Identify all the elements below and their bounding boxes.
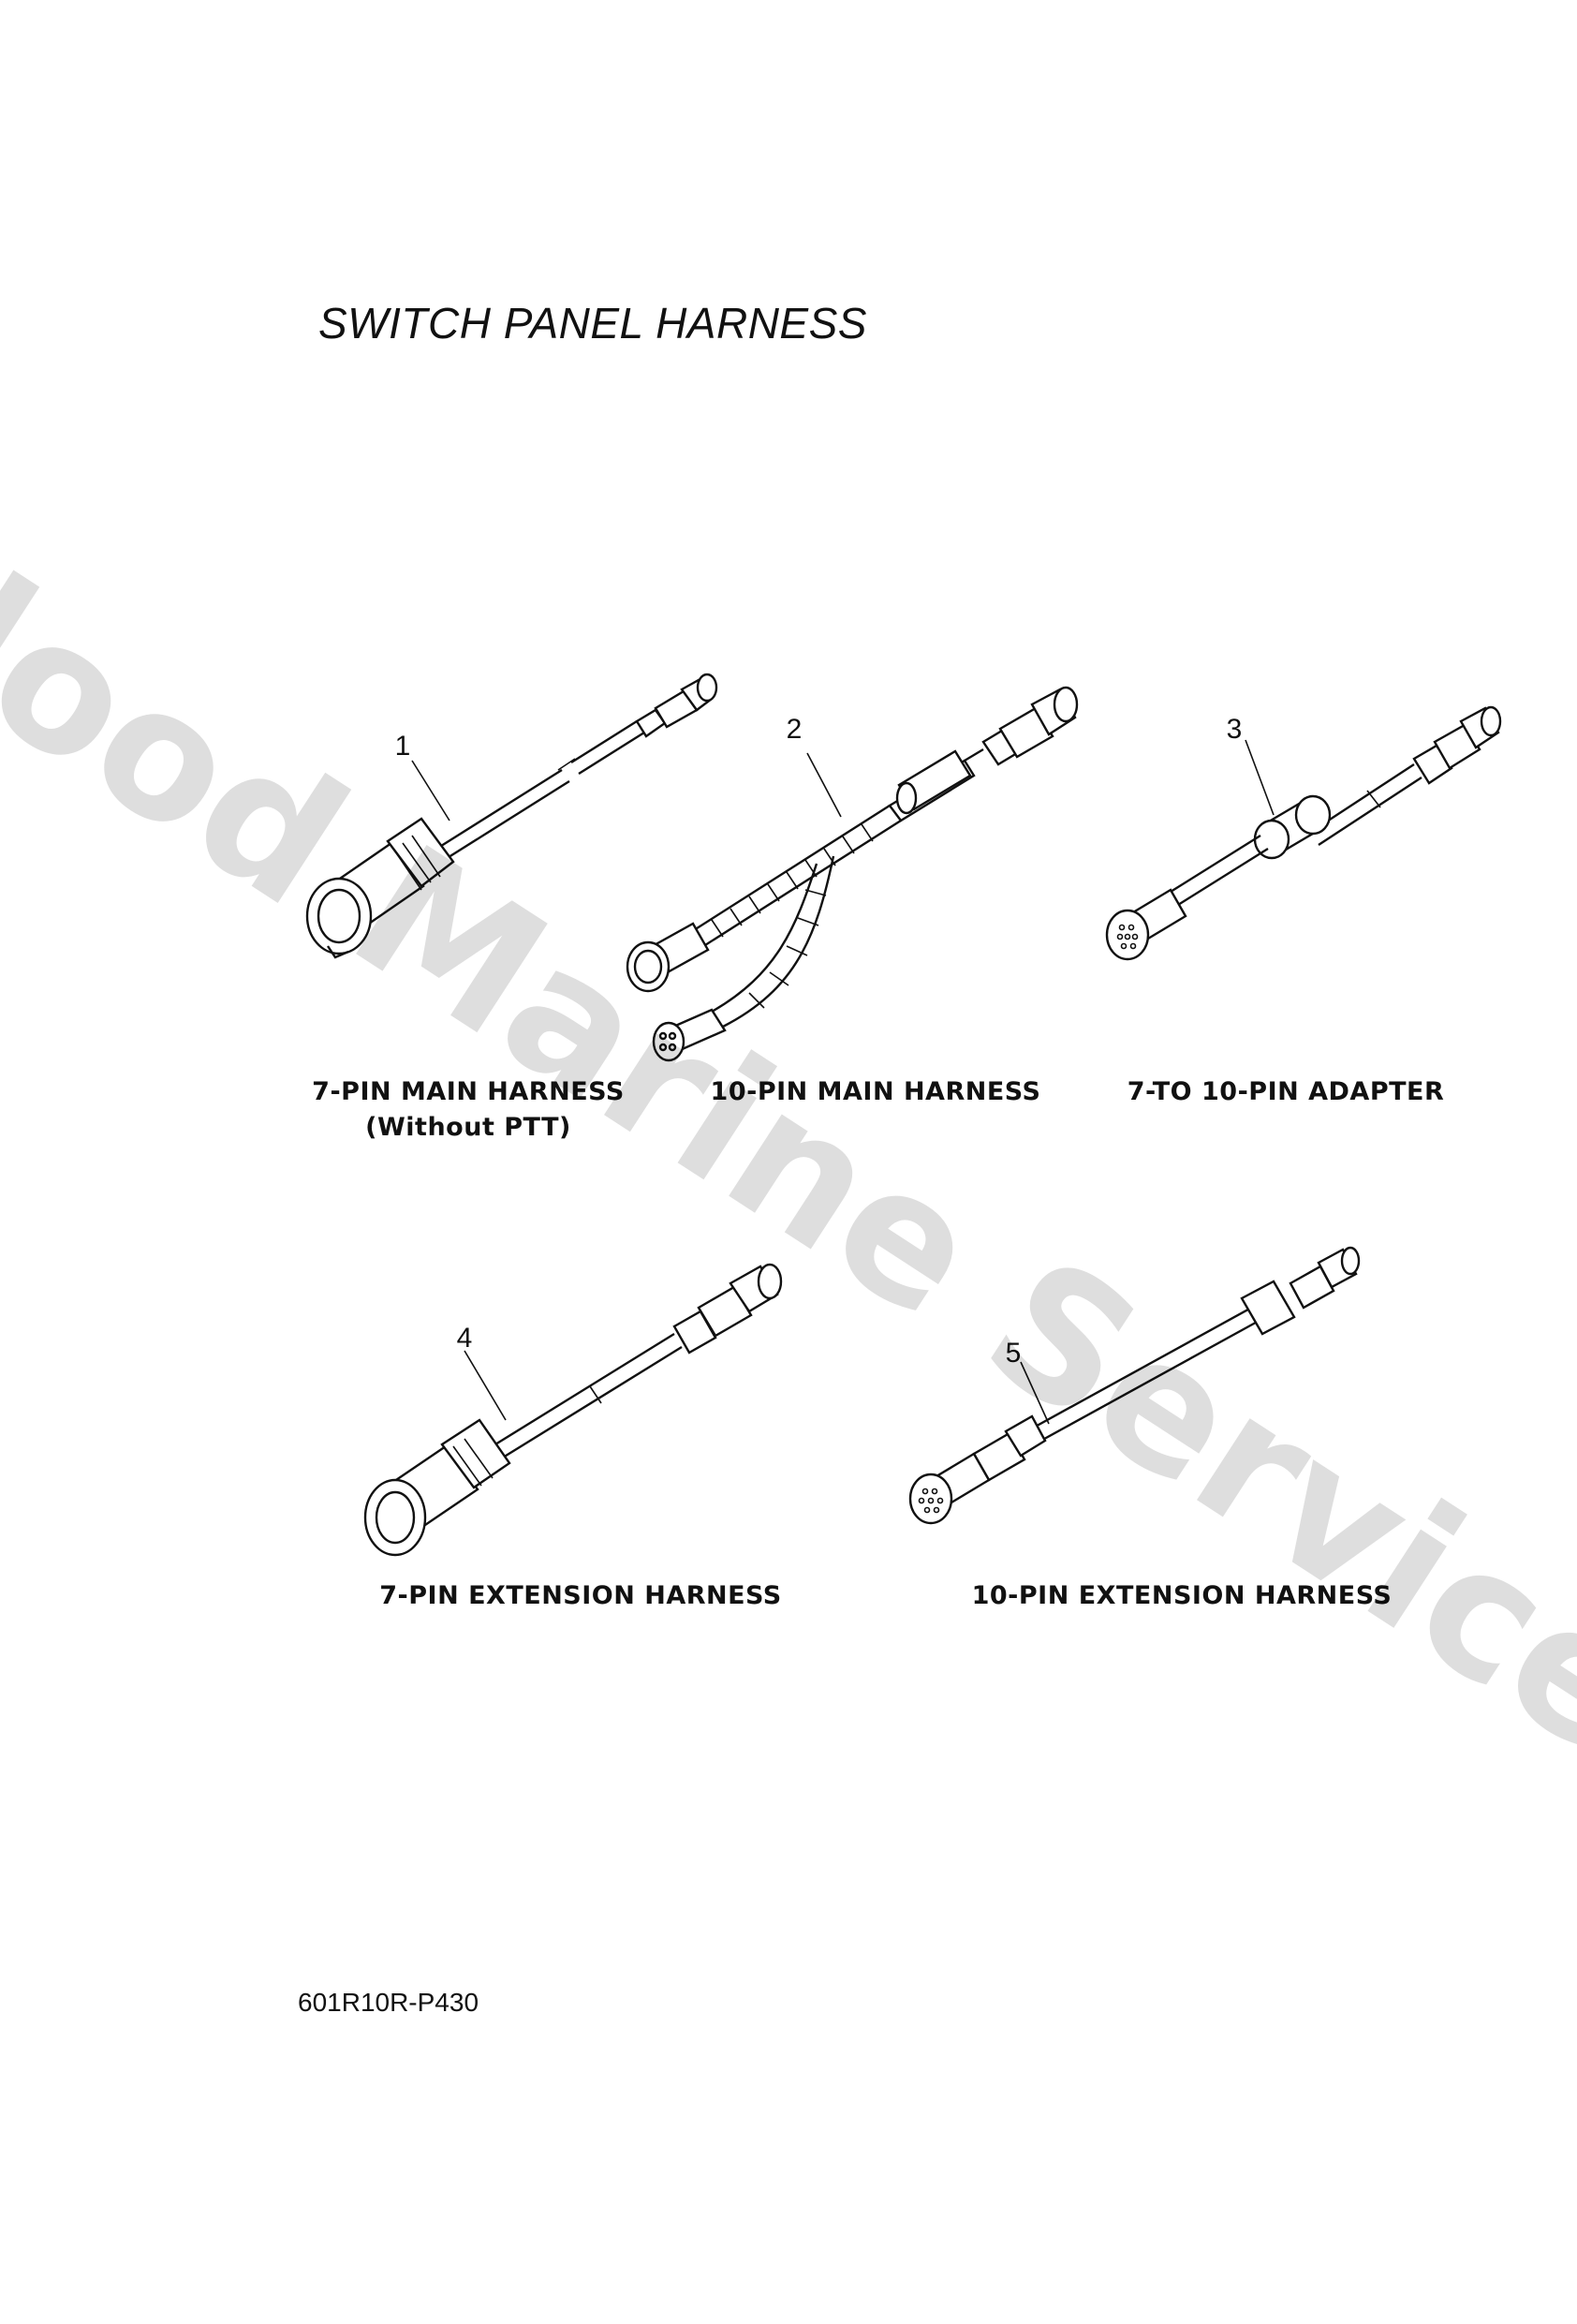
callout-4: 4 bbox=[456, 1323, 473, 1354]
part-5-10-pin-extension-drawing bbox=[880, 1236, 1367, 1555]
part-4-label: 7-PIN EXTENSION HARNESS bbox=[379, 1581, 782, 1610]
part-1-sublabel: (Without PTT) bbox=[365, 1113, 571, 1142]
callout-5: 5 bbox=[1005, 1338, 1022, 1369]
part-5-label: 10-PIN EXTENSION HARNESS bbox=[971, 1581, 1393, 1610]
part-2-10-pin-main-harness-drawing bbox=[609, 656, 1077, 1058]
part-4-7-pin-extension-drawing bbox=[356, 1246, 805, 1574]
callout-2: 2 bbox=[786, 714, 803, 745]
page-title: SWITCH PANEL HARNESS bbox=[318, 299, 867, 348]
part-3-adapter-drawing bbox=[1068, 674, 1498, 974]
callout-1: 1 bbox=[394, 731, 411, 762]
part-2-label: 10-PIN MAIN HARNESS bbox=[710, 1077, 1041, 1106]
part-1-7-pin-main-harness-drawing bbox=[281, 665, 730, 993]
part-3-label: 7-TO 10-PIN ADAPTER bbox=[1127, 1077, 1445, 1106]
callout-3: 3 bbox=[1226, 714, 1243, 745]
part-1-label: 7-PIN MAIN HARNESS bbox=[312, 1077, 625, 1106]
drawing-code: 601R10R-P430 bbox=[298, 1988, 479, 2017]
